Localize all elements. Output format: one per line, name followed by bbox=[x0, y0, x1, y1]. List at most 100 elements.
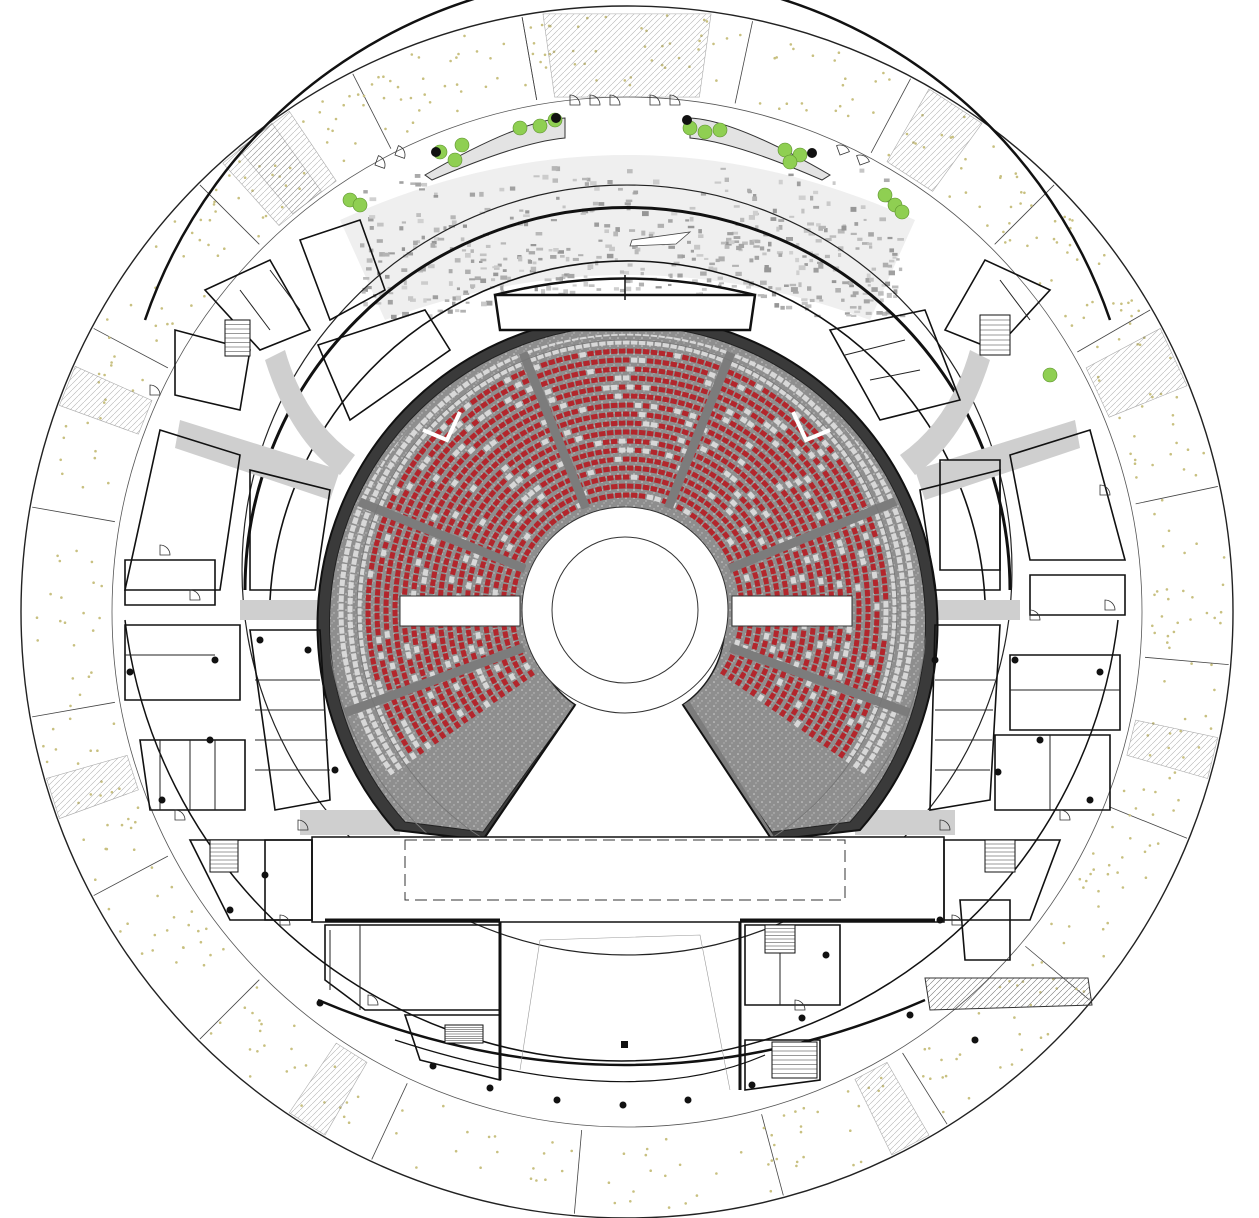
terrazzo-fleck bbox=[790, 287, 798, 292]
landscape-dot bbox=[290, 1047, 293, 1051]
terrazzo-fleck bbox=[401, 247, 406, 251]
seat-row-segment bbox=[360, 718, 368, 727]
terrazzo-fleck bbox=[625, 199, 633, 203]
landscape-dot bbox=[999, 1066, 1002, 1069]
seat-row-segment bbox=[388, 477, 396, 486]
seat-row-segment bbox=[868, 752, 877, 761]
seat-row-segment bbox=[825, 534, 832, 542]
seat-row-segment bbox=[489, 439, 498, 447]
seat-row-segment bbox=[863, 581, 870, 589]
seat-row-segment bbox=[870, 480, 878, 489]
landscape-dot bbox=[216, 254, 220, 257]
seat-row-segment bbox=[493, 447, 502, 456]
stairs bbox=[209, 314, 1016, 1079]
seat-row-segment bbox=[791, 433, 800, 442]
terrazzo-fleck bbox=[460, 309, 466, 313]
terrazzo-fleck bbox=[868, 299, 874, 302]
seat-row-segment bbox=[461, 451, 470, 461]
seat-row-segment bbox=[826, 575, 833, 583]
seat-row-segment bbox=[856, 542, 863, 550]
room-wall bbox=[124, 624, 241, 701]
seat-row-segment bbox=[681, 391, 690, 399]
seat-row-segment bbox=[494, 636, 501, 644]
terrazzo-fleck bbox=[657, 223, 665, 228]
seat-row-segment bbox=[470, 652, 478, 661]
terrazzo-fleck bbox=[754, 255, 760, 260]
seat-row-segment bbox=[485, 466, 494, 475]
seat-row-segment bbox=[730, 513, 739, 522]
seat-row-segment bbox=[774, 396, 783, 405]
terrazzo-fleck bbox=[778, 253, 783, 257]
seat-row-segment bbox=[419, 696, 427, 705]
terrazzo-fleck bbox=[717, 276, 723, 280]
seat-row-segment bbox=[483, 511, 491, 520]
seat-row-segment bbox=[812, 554, 820, 562]
seat-row-segment bbox=[654, 413, 662, 420]
seat-row-segment bbox=[452, 655, 460, 663]
terrazzo-fleck bbox=[419, 188, 425, 191]
door-swing-icon bbox=[367, 994, 379, 1006]
terrazzo-fleck bbox=[759, 246, 765, 251]
seat-row-segment bbox=[777, 409, 786, 418]
seat-row-segment bbox=[475, 371, 484, 380]
seat-row-segment bbox=[495, 360, 504, 368]
terrazzo-fleck bbox=[562, 274, 569, 278]
seat-row-segment bbox=[455, 504, 464, 513]
seat-row-segment bbox=[826, 476, 835, 485]
terrazzo-fleck bbox=[544, 278, 552, 282]
seat-row-segment bbox=[449, 390, 458, 399]
seat-row-segment bbox=[849, 446, 858, 455]
seat-row-segment bbox=[465, 460, 474, 469]
seat-row-segment bbox=[788, 456, 797, 465]
landscape-dot bbox=[496, 1150, 499, 1154]
landscape-dot bbox=[293, 1066, 297, 1069]
seat-row-segment bbox=[435, 414, 444, 423]
landscape-dot bbox=[1019, 202, 1022, 205]
landscape-dot bbox=[955, 1057, 958, 1061]
terrazzo-fleck bbox=[542, 174, 549, 180]
landscape-dot bbox=[1066, 251, 1069, 254]
terrazzo-fleck bbox=[567, 273, 575, 279]
seat-row-segment bbox=[714, 413, 723, 421]
terrazzo-fleck bbox=[798, 282, 802, 288]
seat-row-segment bbox=[428, 496, 437, 505]
terrazzo-fleck bbox=[807, 222, 815, 226]
landscape-dot bbox=[150, 866, 154, 869]
seat-row-segment bbox=[776, 375, 785, 383]
seat-row-segment bbox=[495, 509, 504, 518]
seat-row-segment bbox=[497, 400, 506, 409]
terrazzo-fleck bbox=[451, 220, 457, 226]
terrazzo-fleck bbox=[788, 173, 794, 177]
seat-row-segment bbox=[839, 712, 847, 721]
terrazzo-fleck bbox=[813, 190, 819, 195]
seat-row-segment bbox=[468, 645, 475, 653]
seat-row-segment bbox=[677, 381, 686, 388]
seat-row-segment bbox=[789, 384, 798, 393]
terrazzo-fleck bbox=[467, 242, 472, 247]
seat-row-segment bbox=[908, 577, 915, 585]
seat-row-segment bbox=[816, 495, 825, 504]
terrazzo-fleck bbox=[776, 251, 783, 255]
terrazzo-fleck bbox=[562, 205, 566, 209]
seat-row-segment bbox=[501, 408, 510, 417]
landscape-dot bbox=[1129, 452, 1132, 456]
terrazzo-fleck bbox=[898, 267, 903, 272]
seat-row-segment bbox=[798, 693, 806, 702]
column-dot-icon bbox=[807, 148, 817, 158]
ring-divider bbox=[93, 328, 169, 369]
seat-row-segment bbox=[825, 492, 834, 501]
landscape-dot bbox=[1128, 322, 1132, 325]
seat-row-segment bbox=[701, 487, 710, 496]
seat-row-segment bbox=[479, 561, 487, 569]
seat-row-segment bbox=[387, 767, 395, 776]
seat-row-segment bbox=[432, 489, 441, 498]
seat-row-segment bbox=[704, 341, 713, 349]
seat-row-segment bbox=[738, 436, 747, 445]
seat-row-segment bbox=[590, 359, 598, 366]
seat-row-segment bbox=[779, 422, 788, 431]
seat-row-segment bbox=[833, 531, 841, 540]
seat-row-segment bbox=[798, 468, 807, 477]
seat-row-segment bbox=[505, 543, 514, 552]
landscape-dot bbox=[1119, 309, 1123, 312]
seat-row-segment bbox=[658, 441, 666, 448]
